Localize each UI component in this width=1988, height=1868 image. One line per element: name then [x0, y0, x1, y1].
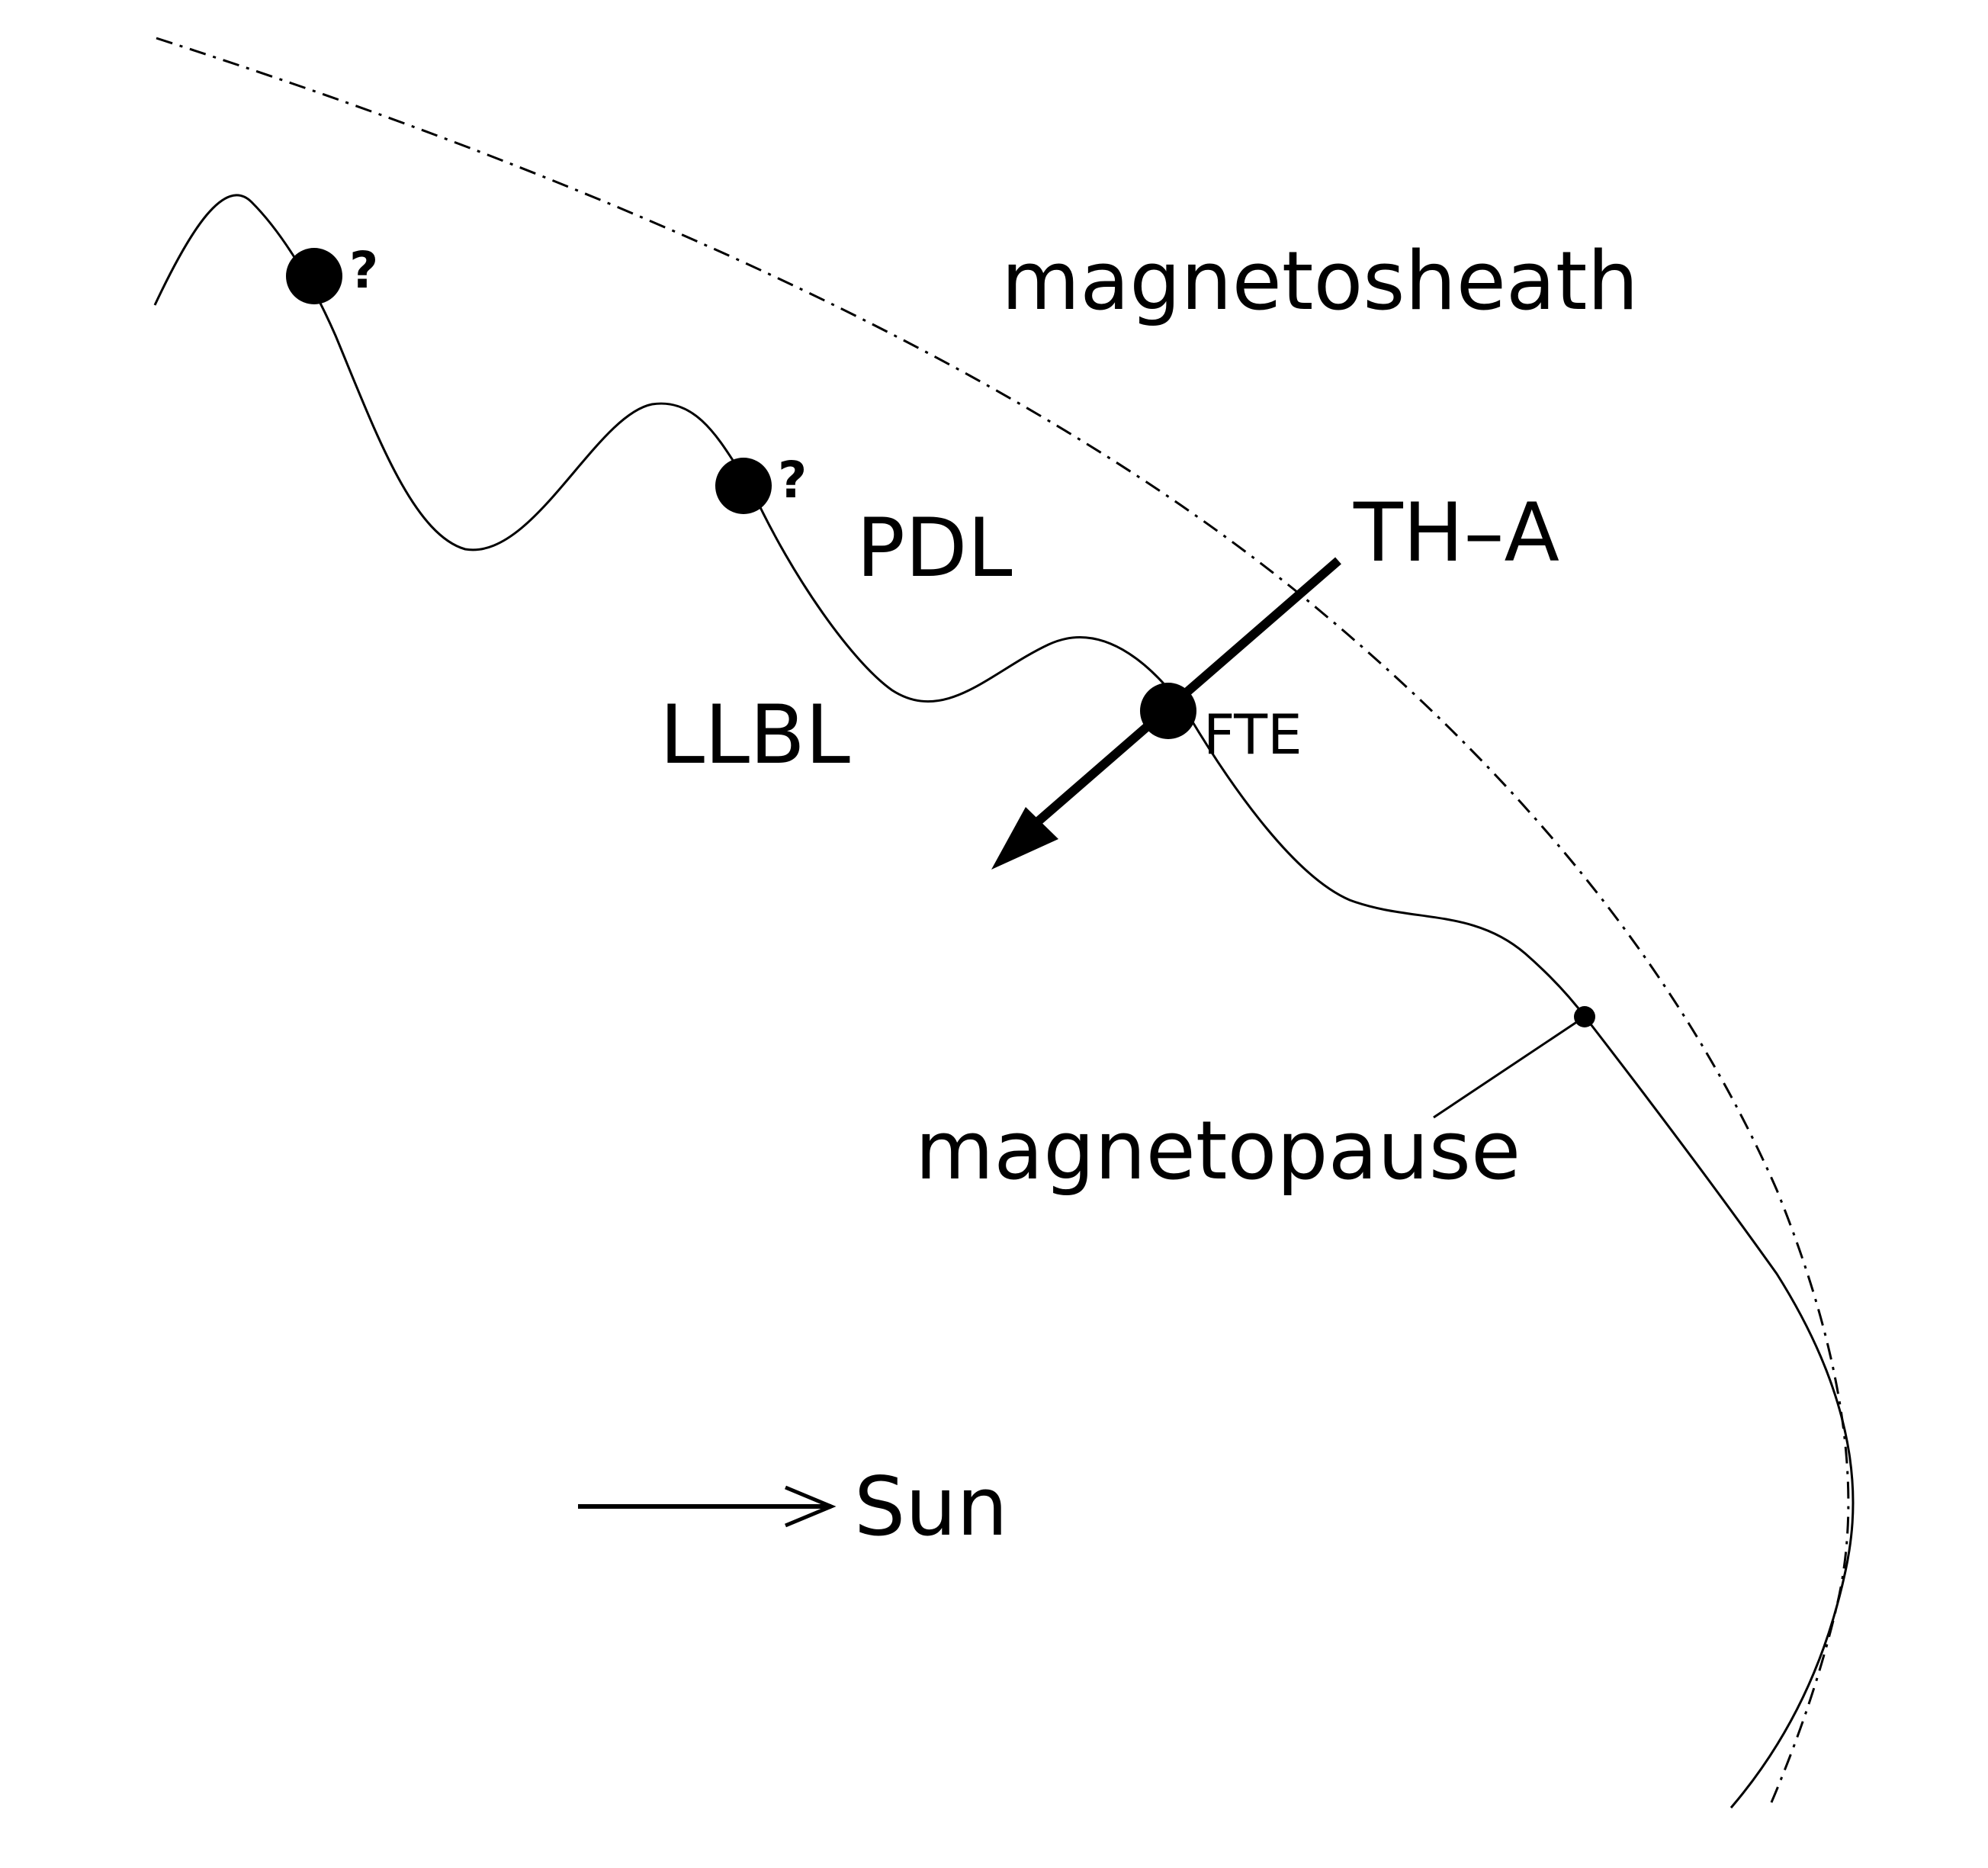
th-a-trajectory: [1034, 557, 1341, 826]
question-mark-1: ?: [349, 241, 378, 300]
magnetopause-pointer-line: [1433, 1015, 1585, 1119]
magnetosheath-label: magnetosheath: [1001, 234, 1639, 328]
th-a-arrowhead: [991, 807, 1058, 870]
llbl-label: LLBL: [660, 688, 850, 782]
sun-arrowhead: [785, 1485, 837, 1528]
pdl-label: PDL: [856, 501, 1013, 595]
sun-label: Sun: [854, 1460, 1008, 1554]
event-dot-1: [286, 248, 342, 304]
event-dot-2: [715, 458, 772, 514]
question-mark-2: ?: [778, 451, 807, 510]
magnetopause-label: magnetopause: [915, 1104, 1521, 1198]
fte-label: FTE: [1203, 703, 1302, 767]
th-a-label: TH–A: [1353, 486, 1559, 580]
magnetopause-line: [153, 194, 1855, 1809]
